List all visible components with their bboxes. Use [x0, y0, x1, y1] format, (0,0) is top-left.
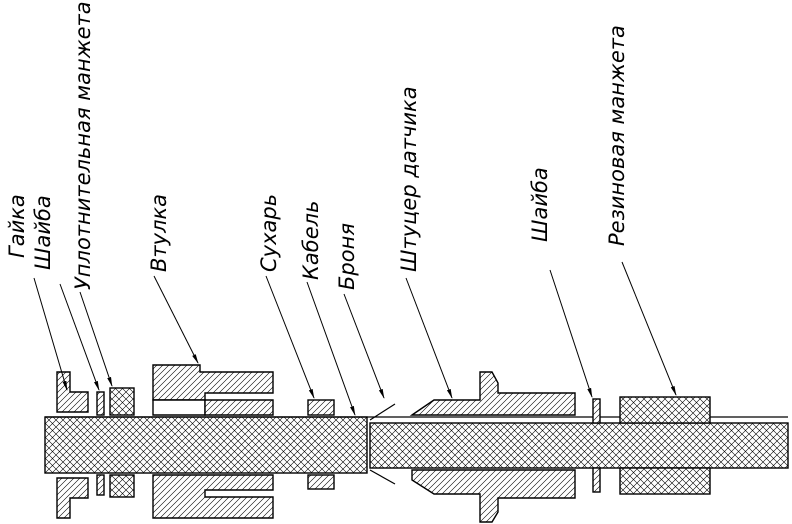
arrow-seal-left [79, 291, 113, 387]
label-vtulka: Втулка [147, 194, 171, 272]
vtulka-part [152, 364, 274, 519]
seal-left-part-bottom [109, 474, 135, 498]
label-shaiba-left: Шайба [31, 195, 55, 270]
shaiba-left-part-bottom [96, 474, 105, 496]
sukhar-part-bottom [307, 474, 335, 490]
arrow-sukhar [265, 275, 315, 399]
label-rezinovaya-manzheta: Резиновая манжета [605, 25, 629, 246]
label-shtutser-datchika: Штуцер датчика [397, 86, 421, 272]
label-gaika: Гайка [5, 194, 29, 258]
rubber-seal-part-bottom [619, 467, 711, 495]
arrow-kabel [306, 281, 356, 416]
shaiba-left-part-top [96, 391, 105, 416]
labels: Гайка Шайба Уплотнительная манжета Втулк… [5, 1, 629, 290]
arrow-gaika [33, 277, 68, 391]
arrow-rubber-seal [621, 261, 677, 396]
label-uplotnitelnaya-manzheta: Уплотнительная манжета [71, 1, 95, 290]
gaika-part [56, 371, 89, 519]
rubber-seal-part-top [619, 396, 711, 424]
leader-arrows [33, 261, 677, 416]
cable-left-section [44, 416, 368, 474]
bronya-wire-bottom [369, 469, 396, 485]
arrow-bronya [343, 293, 385, 399]
label-kabel: Кабель [299, 201, 323, 280]
shaiba-right-part-bottom [592, 467, 601, 493]
arrow-shaiba-left [59, 283, 100, 391]
arrow-shaiba-right [549, 269, 593, 398]
shaiba-right-part-top [592, 398, 601, 424]
arrow-vtulka [153, 275, 199, 364]
shtutser-part [409, 371, 576, 523]
label-shaiba-right: Шайба [528, 167, 552, 242]
label-sukhar: Сухарь [257, 194, 281, 272]
cable-right-section [369, 422, 789, 469]
arrow-shtutser [405, 277, 453, 399]
label-bronya: Броня [335, 223, 359, 290]
bronya-wire-top [369, 403, 396, 421]
sukhar-part-top [307, 399, 335, 416]
seal-left-part-top [109, 387, 135, 416]
